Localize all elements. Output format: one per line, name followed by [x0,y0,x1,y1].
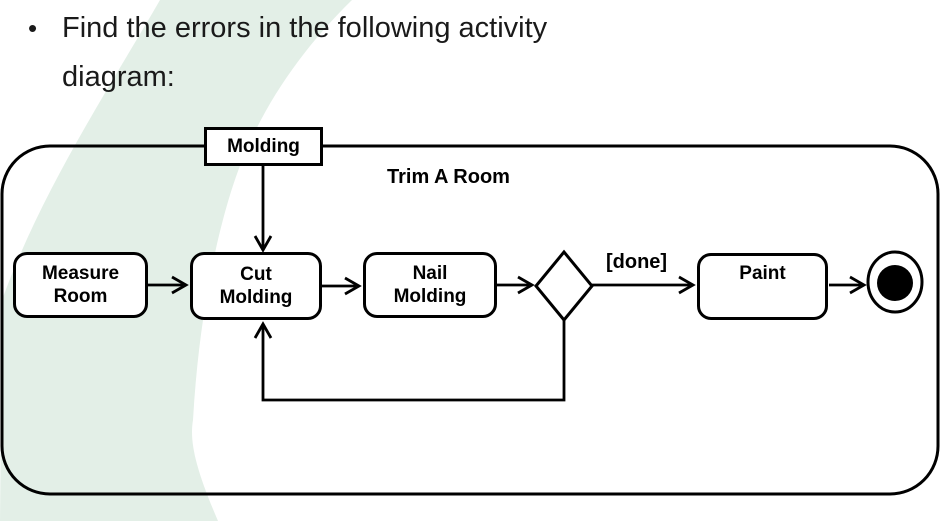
node-label-line: Molding [393,286,467,307]
frame-label: Trim A Room [387,166,510,188]
slide-title: • Find the errors in the following activ… [28,4,547,102]
activity-node-nail-molding: Nail Molding [363,252,497,318]
decision-node [534,249,594,323]
bullet-icon: • [28,13,38,43]
arrowhead-measure-to-cut [171,275,189,295]
final-node-inner [877,265,913,301]
arrowhead-nail-to-decision [517,275,535,295]
arrowhead-cut-to-nail [344,276,362,296]
edge-loop-decision-to-cut [261,320,566,402]
title-line-1: Find the errors in the following activit… [62,12,548,44]
guard-label-done: [done] [606,251,668,273]
arrowhead-paint-to-final [849,275,867,295]
node-label-line: Cut [240,264,272,285]
node-label-line: Paint [739,263,786,284]
activity-node-measure-room: Measure Room [13,252,148,318]
background-swoosh [0,0,352,521]
arrowhead-molding-to-cut [253,235,273,253]
node-label-line: Room [53,286,108,307]
title-line-2: diagram: [62,61,175,93]
node-label-line: Measure [41,263,120,284]
activity-frame [0,144,940,496]
object-node-molding: Molding [204,127,323,166]
object-node-label: Molding [227,135,300,157]
activity-node-cut-molding: Cut Molding [190,252,322,320]
node-label-line: Nail [412,263,448,284]
activity-node-paint: Paint [697,253,828,320]
arrowhead-decision-to-paint [678,275,696,295]
arrowhead-loop-to-cut [253,321,273,339]
node-label-line: Molding [219,287,293,308]
